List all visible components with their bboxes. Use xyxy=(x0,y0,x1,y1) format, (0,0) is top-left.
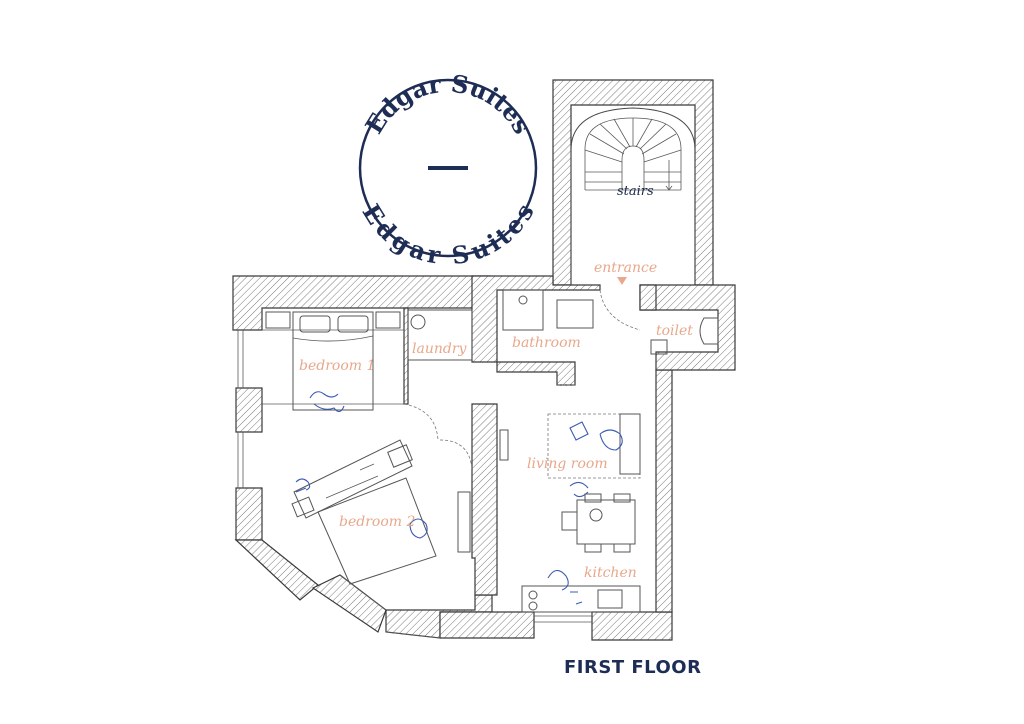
door-swings xyxy=(403,289,641,471)
person-icon xyxy=(295,478,311,493)
bedroom-1-furniture xyxy=(265,309,473,411)
kitchen-label: kitchen xyxy=(584,565,637,581)
stairs-label: stairs xyxy=(617,184,654,199)
person-icon xyxy=(409,518,428,539)
floor-title: FIRST FLOOR xyxy=(564,657,701,678)
person-icon xyxy=(309,391,345,413)
living-room-furniture xyxy=(457,413,641,553)
toilet-label: toilet xyxy=(656,323,693,339)
kitchen-furniture xyxy=(521,493,641,613)
entrance-label: entrance xyxy=(594,260,657,276)
laundry-label: laundry xyxy=(412,341,468,357)
logo-badge: Edgar Suites Edgar Suites xyxy=(357,69,540,270)
bathroom-label: bathroom xyxy=(512,335,581,351)
apartment-walls xyxy=(232,275,736,641)
bedroom-1-label: bedroom 1 xyxy=(299,358,375,374)
living-room-label: living room xyxy=(527,456,608,472)
outline-lines xyxy=(237,329,592,639)
stair-tower xyxy=(552,79,714,286)
entrance-arrow-icon xyxy=(617,277,627,285)
bathroom-fixtures xyxy=(502,289,719,355)
bedroom-2-furniture xyxy=(291,439,437,585)
bedroom-2-label: bedroom 2 xyxy=(339,514,415,530)
logo-dash xyxy=(428,166,468,170)
